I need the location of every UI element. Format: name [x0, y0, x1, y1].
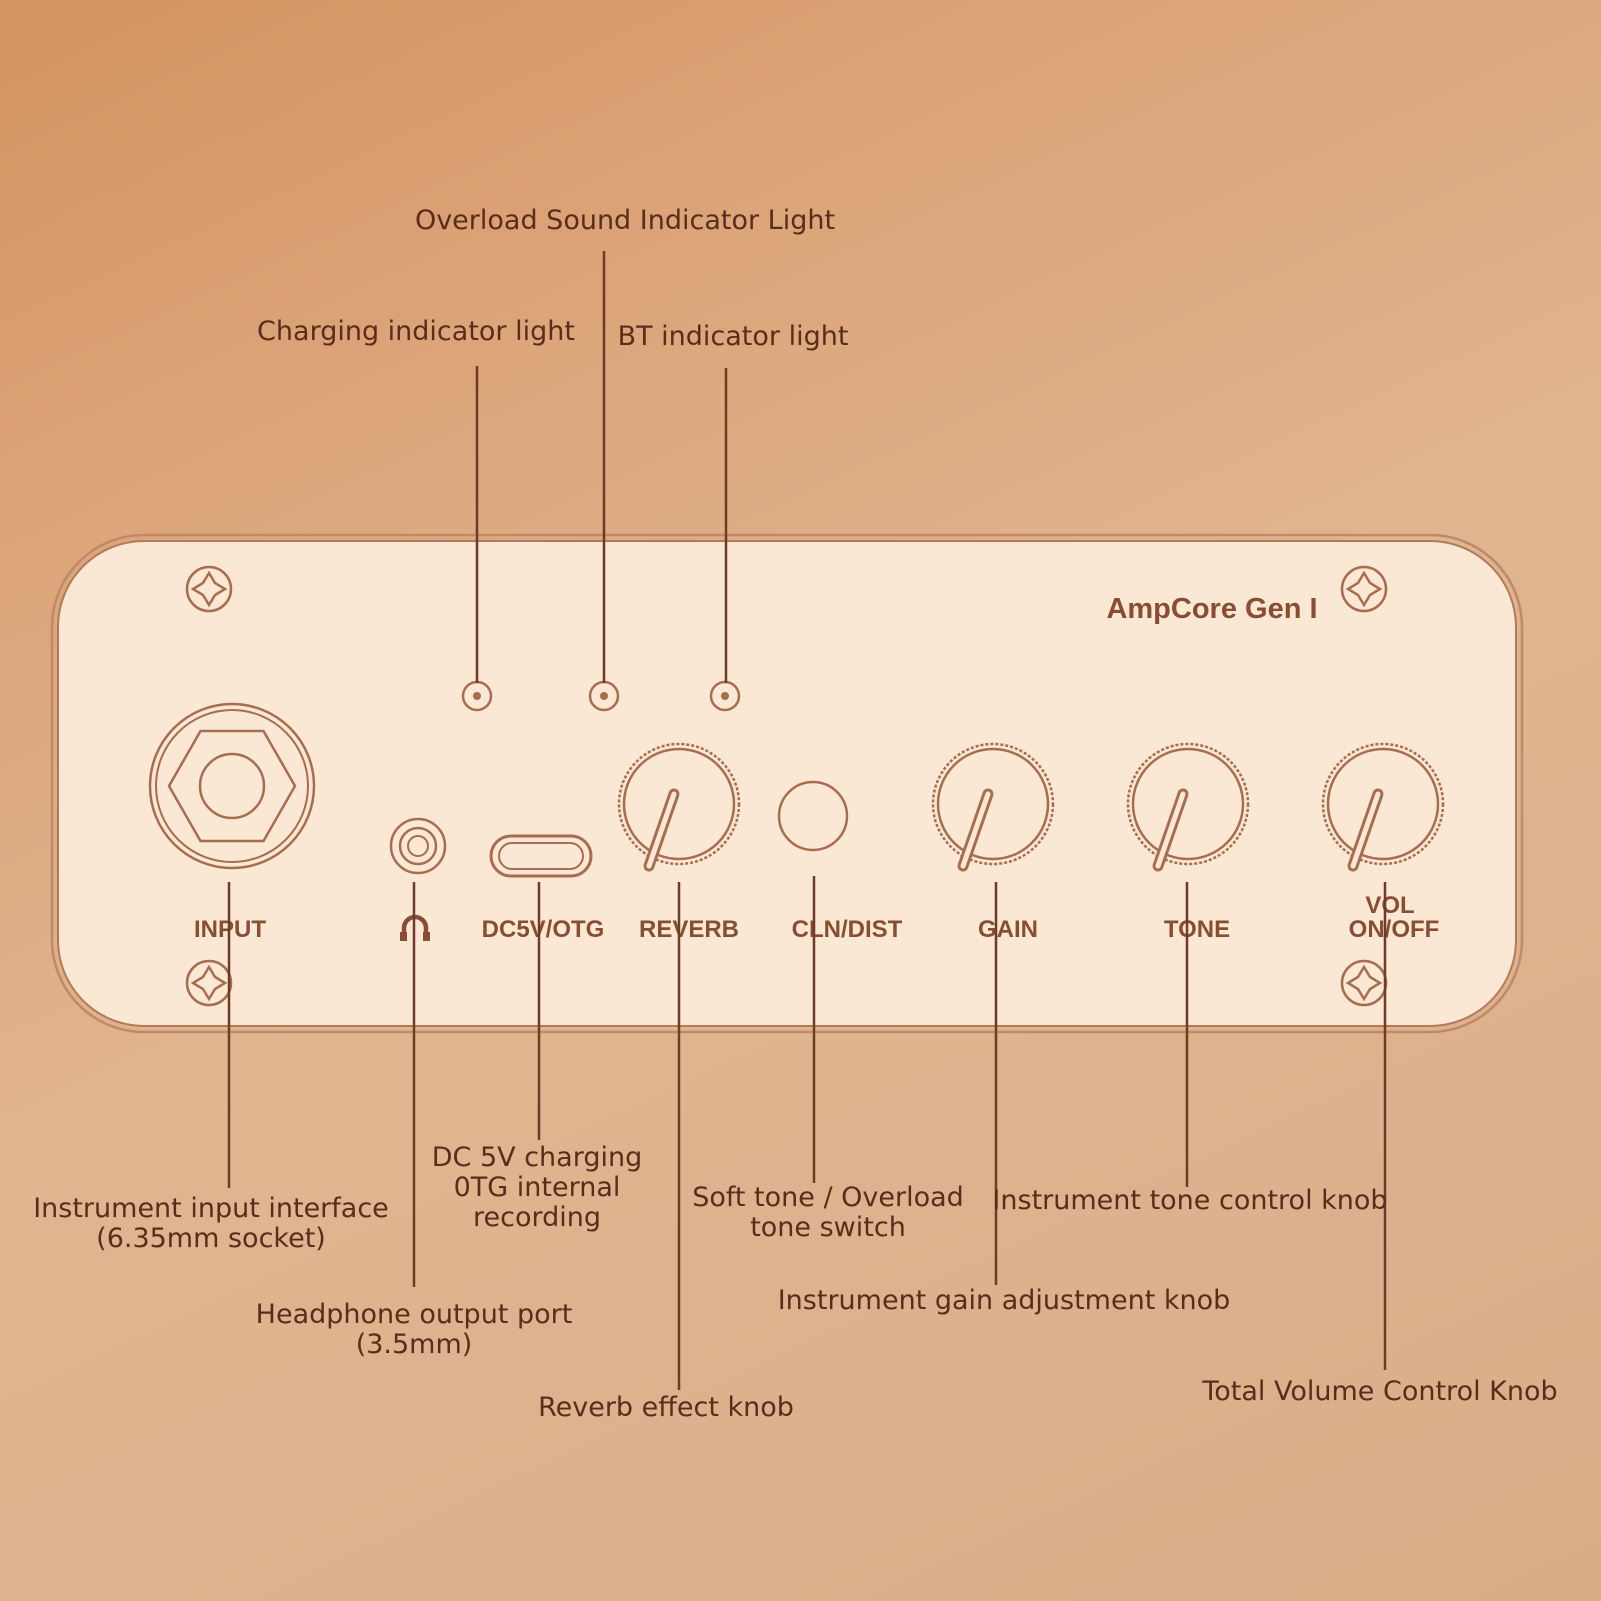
on-off-label: ON/OFF	[1349, 916, 1440, 943]
tone-knob[interactable]	[1126, 742, 1250, 872]
dc-charging-callout: DC 5V charging 0TG internal recording	[431, 1142, 643, 1233]
volume-knob-callout: Total Volume Control Knob	[1202, 1376, 1558, 1407]
dc-otg-label: DC5V/OTG	[482, 916, 605, 943]
headphone-port-callout: Headphone output port (3.5mm)	[255, 1299, 573, 1360]
reverb-label: REVERB	[639, 916, 739, 943]
screw-icon	[1340, 565, 1388, 613]
tone-switch[interactable]	[777, 780, 849, 852]
cln-dist-label: CLN/DIST	[792, 916, 903, 943]
control-panel	[50, 533, 1524, 1034]
bt-light-callout: BT indicator light	[617, 321, 849, 352]
volume-knob[interactable]	[1321, 742, 1445, 872]
tone-label: TONE	[1164, 916, 1230, 943]
reverb-knob-callout: Reverb effect knob	[538, 1392, 794, 1423]
vol-label: VOL	[1365, 892, 1414, 919]
reverb-knob[interactable]	[617, 742, 741, 872]
gain-label: GAIN	[978, 916, 1038, 943]
instrument-input-jack	[148, 702, 316, 870]
tone-knob-callout: Instrument tone control knob	[992, 1185, 1388, 1216]
gain-knob-callout: Instrument gain adjustment knob	[777, 1285, 1231, 1316]
screw-icon	[185, 565, 233, 613]
headphone-port	[389, 817, 447, 875]
screw-icon	[185, 959, 233, 1007]
leader-lines	[227, 251, 1387, 1390]
usb-c-port	[489, 834, 593, 878]
tone-switch-callout: Soft tone / Overload tone switch	[692, 1182, 964, 1243]
charging-light-callout: Charging indicator light	[257, 316, 575, 347]
gain-knob[interactable]	[931, 742, 1055, 872]
brand-label: AmpCore Gen I	[1106, 593, 1317, 625]
overload-light-callout: Overload Sound Indicator Light	[414, 205, 836, 236]
input-interface-callout: Instrument input interface (6.35mm socke…	[33, 1193, 389, 1254]
